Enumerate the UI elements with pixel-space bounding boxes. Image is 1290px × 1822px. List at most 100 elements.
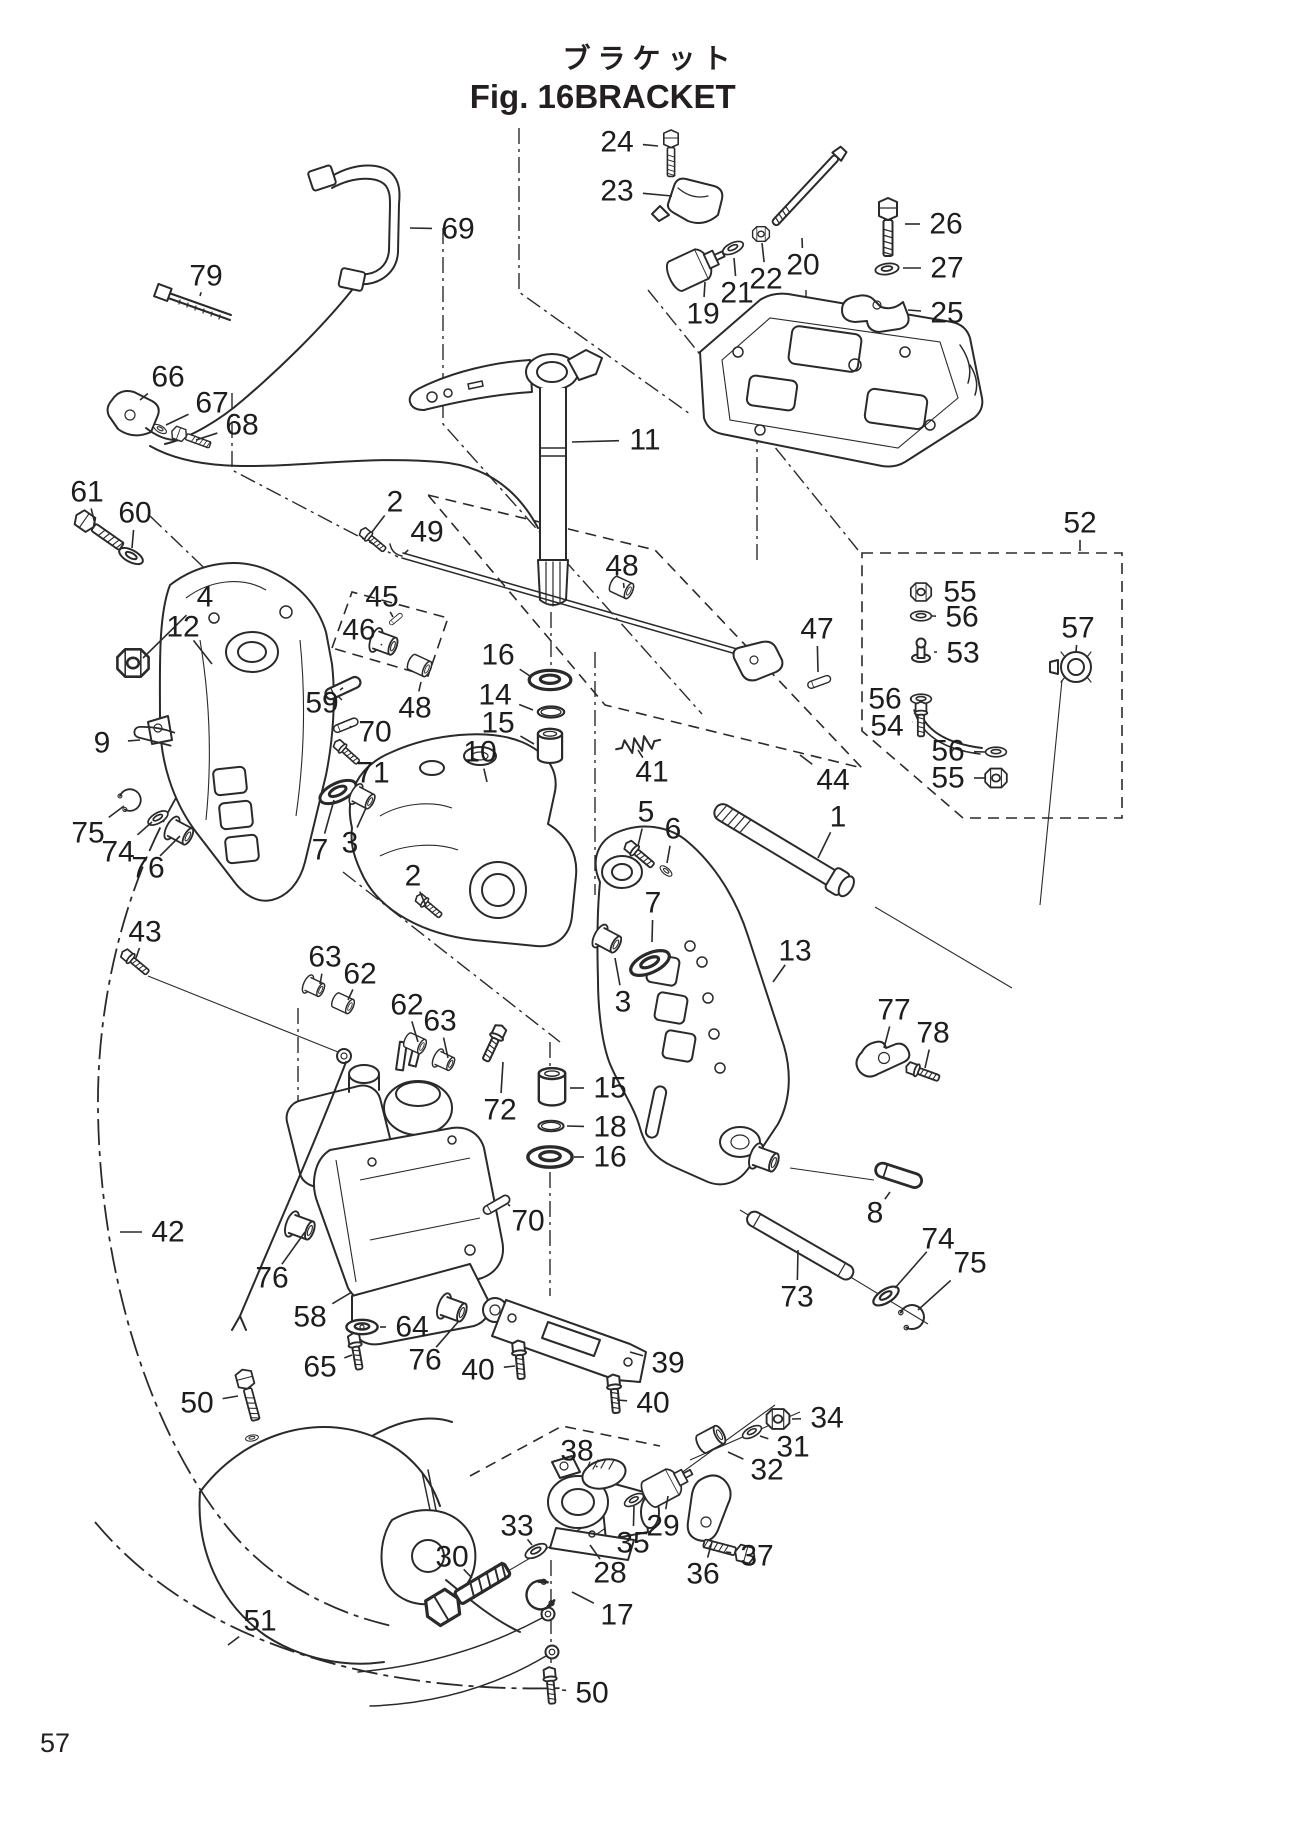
washer-16-icon (527, 668, 573, 692)
callout-leader-line (526, 1538, 533, 1546)
part-callout-72: 72 (483, 1061, 517, 1127)
part-callout-9: 9 (94, 727, 141, 760)
callout-leader-line (503, 1365, 516, 1369)
part-number-label: 58 (293, 1301, 326, 1334)
callout-leader-line (571, 1591, 595, 1604)
part-callout-39: 39 (629, 1347, 685, 1380)
ring-terminal-icon (542, 1642, 562, 1662)
callout-leader-line (418, 681, 422, 692)
cable-clamp-66-part (106, 390, 183, 442)
nut-55-icon (984, 767, 1008, 789)
lever-25-part (841, 294, 910, 333)
callout-leader-line (520, 735, 535, 745)
part-callout-57: 57 (1061, 612, 1095, 653)
part-callout-75: 75 (917, 1247, 987, 1311)
throttle-cable (149, 445, 539, 529)
part-callout-62: 62 (390, 989, 424, 1043)
part-callout-36: 36 (686, 1541, 720, 1591)
callout-leader-line (796, 1249, 799, 1281)
part-number-label: 27 (930, 252, 963, 285)
part-number-label: 78 (916, 1017, 949, 1050)
part-callout-2: 2 (405, 860, 427, 907)
part-number-label: 12 (166, 611, 199, 644)
callout-leader-line (442, 1037, 449, 1059)
small-parts (70, 129, 1092, 1706)
washer-16-icon (526, 1145, 574, 1169)
callout-leader-line (894, 1251, 928, 1289)
callout-leader-line (632, 1505, 635, 1527)
bolt-50-icon (233, 1366, 265, 1424)
callout-leader-line (344, 1354, 353, 1359)
part-number-label: 17 (600, 1599, 633, 1632)
callout-leader-line (507, 1203, 511, 1207)
callout-leader-line (1075, 644, 1078, 653)
part-number-label: 40 (636, 1387, 669, 1420)
figure-title-english: BRACKET (574, 78, 735, 115)
part-callout-47: 47 (800, 613, 834, 673)
part-callout-50: 50 (180, 1387, 239, 1420)
callout-leader-line (651, 919, 654, 943)
part-number-label: 75 (71, 817, 104, 850)
part-callout-34: 34 (791, 1402, 844, 1435)
figure-number-label: Fig. 16 (470, 78, 575, 115)
pin-47-icon (806, 673, 833, 690)
part-number-label: 60 (118, 497, 151, 530)
part-number-label: 57 (1061, 612, 1094, 645)
callout-leader-line (389, 611, 394, 618)
part-number-label: 72 (483, 1094, 516, 1127)
part-callout-64: 64 (380, 1311, 429, 1344)
plug-57-part (1049, 651, 1092, 683)
callout-leader-line (411, 1021, 419, 1043)
part-callout-1: 1 (817, 801, 846, 859)
part-callout-16: 16 (481, 639, 531, 677)
part-number-label: 37 (740, 1540, 773, 1573)
washer-21-icon (719, 237, 747, 259)
part-number-label: 76 (255, 1262, 288, 1295)
part-callout-37: 37 (725, 1540, 774, 1573)
part-number-label: 74 (921, 1223, 954, 1256)
callout-leader-line (884, 1191, 891, 1200)
part-number-label: 43 (128, 916, 161, 949)
part-callout-12: 12 (166, 611, 213, 665)
part-number-label: 71 (356, 757, 389, 790)
callout-leader-line (159, 835, 181, 857)
callout-leader-line (924, 1049, 930, 1069)
part-callout-54: 54 (870, 710, 914, 743)
part-number-label: 4 (197, 581, 214, 614)
part-number-label: 48 (605, 550, 638, 583)
callout-leader-line (816, 645, 819, 673)
part-callout-40: 40 (616, 1387, 670, 1420)
part-callout-21: 21 (720, 257, 754, 310)
part-callout-31: 31 (759, 1431, 810, 1464)
part-number-label: 3 (342, 827, 359, 860)
part-callout-67: 67 (165, 387, 229, 426)
part-number-label: 7 (312, 834, 329, 867)
part-callout-19: 19 (686, 281, 720, 331)
bushing-63-icon (299, 972, 329, 1001)
port-clamp-bracket-part (147, 562, 335, 902)
part-callout-76: 76 (255, 1231, 306, 1295)
washer-icon (244, 1433, 260, 1443)
part-number-label: 52 (1063, 507, 1096, 540)
callout-leader-line (637, 749, 644, 759)
part-number-label: 23 (600, 175, 633, 208)
part-number-label: 55 (943, 576, 976, 609)
steering-cable-42-route (97, 689, 393, 1627)
part-number-label: 55 (931, 762, 964, 795)
callout-leader-line (907, 309, 922, 312)
callout-leader-line (347, 989, 354, 1001)
screw-72-icon (478, 1021, 510, 1065)
part-number-label: 32 (750, 1454, 783, 1487)
part-callout-53: 53 (933, 637, 980, 670)
part-number-label: 15 (593, 1072, 626, 1105)
part-number-label: 34 (810, 1402, 843, 1435)
shift-cable (164, 289, 353, 445)
callout-leader-line (733, 257, 737, 277)
part-callout-44: 44 (799, 754, 850, 797)
pivot-bolt-20-part (771, 145, 848, 227)
part-callout-55: 55 (943, 576, 976, 609)
part-number-label: 61 (70, 476, 103, 509)
part-callout-73: 73 (780, 1249, 814, 1314)
part-callout-4: 4 (142, 581, 214, 659)
